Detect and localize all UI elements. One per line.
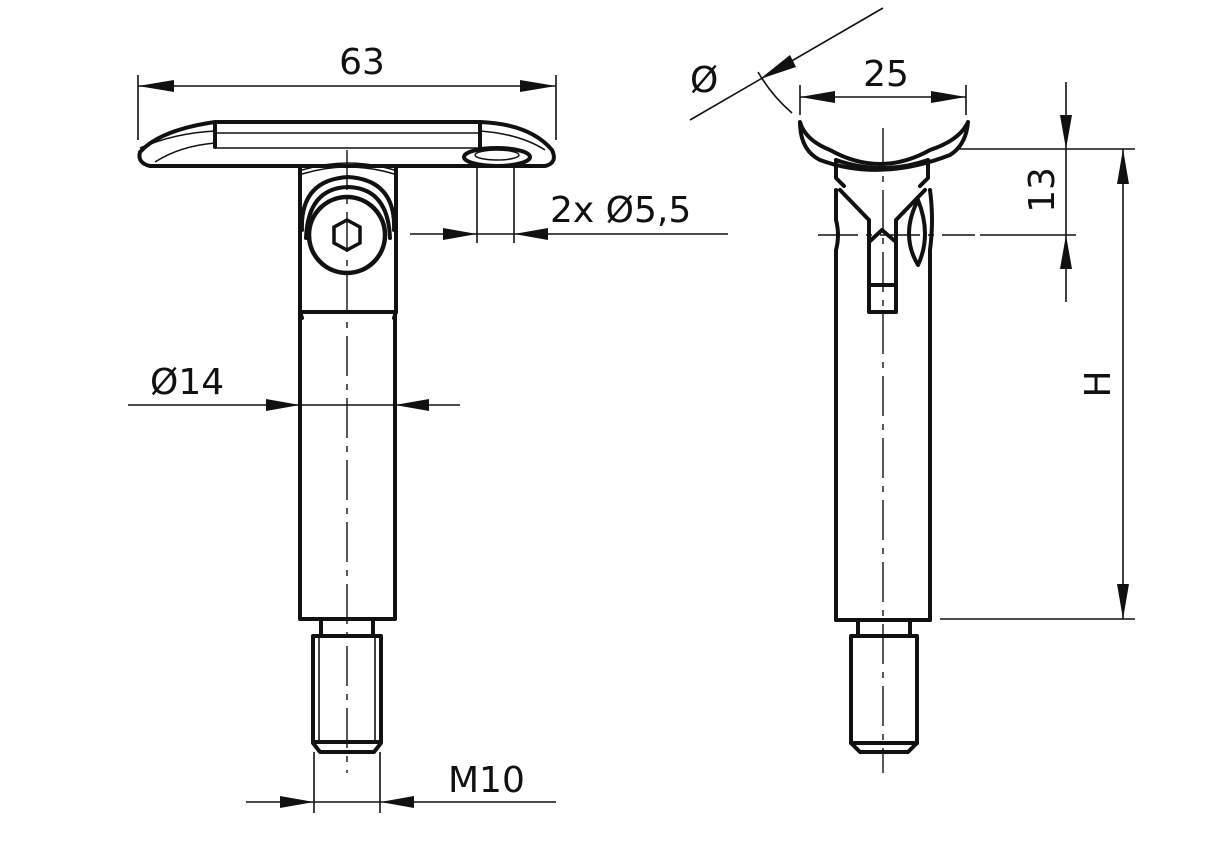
arrow-icon [138,80,174,92]
dim-63-label: 63 [339,42,385,83]
arrow-icon [380,796,414,808]
dim-25-label: 25 [863,54,909,95]
side-head-block [834,158,930,188]
mounting-hole-inner [474,149,520,161]
knuckle-ring-2 [304,185,392,240]
arrow-icon [1117,584,1129,619]
pivot-bolt-head [306,194,388,276]
dim-hole-label: 2x Ø5,5 [550,190,691,231]
dim-13-label: 13 [1022,167,1063,213]
side-shaft-right [928,188,934,622]
v-slot [838,188,927,314]
front-view: 63 2x Ø5,5 Ø14 M10 [128,42,728,813]
side-thread-body [849,634,919,754]
arrow-icon [931,91,966,103]
mounting-hole-icon [462,146,532,168]
dim-m10-label: M10 [448,760,525,801]
top-plate-left-curve-2 [139,130,216,149]
arrow-icon [280,796,314,808]
saddle-outline [798,120,970,172]
dim-saddle-dia-label: Ø [690,60,718,101]
top-plate-left-curve [154,142,216,163]
arrow-icon [1060,235,1072,269]
top-plate-outline [137,120,556,168]
arrow-icon [760,55,796,79]
arrow-icon [395,399,429,411]
side-view: Ø 25 13 H [689,7,1135,773]
dim-h-label: H [1078,370,1119,397]
arrow-icon [443,228,477,240]
arrow-icon [800,91,835,103]
v-slot-inner [867,228,898,244]
arrow-icon [520,80,556,92]
top-plate-right-curve [479,130,546,151]
arrow-icon [1117,149,1129,184]
side-shaft-left [834,188,840,622]
knuckle-arc [301,162,395,171]
side-bolt-arc [907,198,927,267]
dim-saddle-arc [757,71,793,114]
arrow-icon [514,228,548,240]
arrow-icon [266,399,300,411]
dim-14-label: Ø14 [150,362,224,403]
saddle-lower-curve [834,158,930,170]
knuckle-outline [298,164,398,314]
arrow-icon [1060,115,1072,149]
side-thread-neck [856,618,912,638]
knuckle-outer-ring [299,175,397,232]
thread-neck [319,618,375,638]
knuckle-arc-2 [301,166,395,175]
